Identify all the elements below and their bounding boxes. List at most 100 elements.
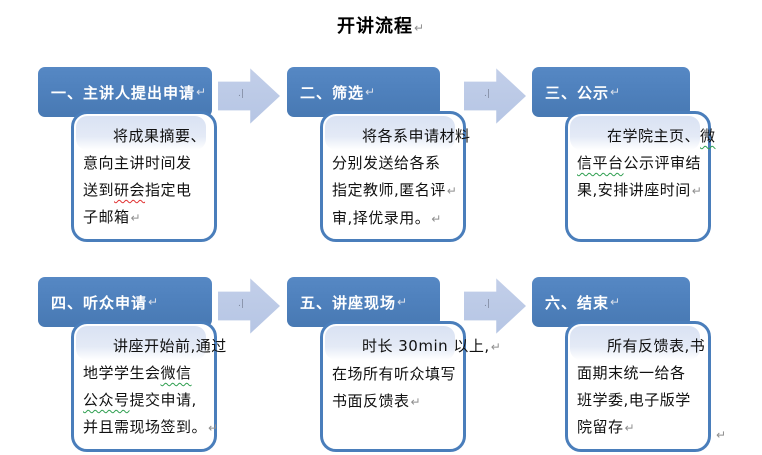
body-text: 子邮箱 xyxy=(83,208,130,226)
page-title: 开讲流程↵ xyxy=(0,12,762,38)
body-text: 在场所有听众填写 xyxy=(332,365,457,383)
paragraph-mark: ↵ xyxy=(413,21,426,35)
body-line: 果,安排讲座时间↵ xyxy=(577,177,703,205)
step-2-body: 将各系申请材料分别发送给各系指定教师,匿名评↵审,择优录用。↵ xyxy=(320,111,470,242)
paragraph-mark: ↵ xyxy=(716,428,727,442)
paragraph-mark: ↵ xyxy=(365,85,377,99)
highlight-band xyxy=(325,326,455,360)
step-3-body-text: 在学院主页、微信平台公示评审结果,安排讲座时间↵ xyxy=(568,114,715,205)
paragraph-mark: ↵ xyxy=(410,395,422,409)
step-1-body-text: 将成果摘要、意向主讲时间发送到研会指定电子邮箱↵ xyxy=(74,114,214,232)
arrow-cursor-mark: .| xyxy=(238,299,244,309)
arrow-cursor-mark: .| xyxy=(484,89,490,99)
body-text: 指定电 xyxy=(145,181,192,199)
body-line: 公众号提交申请, xyxy=(83,387,206,414)
highlight-band xyxy=(570,326,700,360)
body-text: 指定教师,匿名评 xyxy=(332,181,446,199)
body-line: 信平台公示评审结 xyxy=(577,150,702,177)
step-1-header-label: 一、主讲人提出申请 xyxy=(51,83,196,102)
highlight-band xyxy=(76,326,206,360)
step-6-body-text: 所有反馈表,书面期末统一给各班学委,电子版学院留存↵ xyxy=(568,324,708,442)
body-text: 意向主讲时间发 xyxy=(83,154,192,172)
step-5-body-text: 时长 30min 以上,↵在场所有听众填写书面反馈表↵ xyxy=(323,324,501,416)
body-line: 在场所有听众填写 xyxy=(332,361,457,388)
body-line: 书面反馈表↵ xyxy=(332,388,455,416)
paragraph-mark: ↵ xyxy=(691,184,703,198)
body-text: 并且需现场签到。 xyxy=(83,418,208,436)
body-text: 面期末统一给各 xyxy=(577,364,686,382)
page-title-text: 开讲流程 xyxy=(336,16,413,37)
step-1-header: 一、主讲人提出申请↵ xyxy=(38,67,212,117)
highlight-band xyxy=(325,116,455,150)
spellcheck-flagged-text: 微信 xyxy=(160,364,192,382)
paragraph-mark: ↵ xyxy=(446,184,458,198)
paragraph-mark: ↵ xyxy=(196,85,208,99)
step-3-body: 在学院主页、微信平台公示评审结果,安排讲座时间↵ xyxy=(565,111,715,242)
paragraph-mark: ↵ xyxy=(148,295,160,309)
right-arrow-icon: .| xyxy=(218,68,280,124)
body-line: 指定教师,匿名评↵ xyxy=(332,177,458,205)
paragraph-mark: ↵ xyxy=(610,85,622,99)
paragraph-mark: ↵ xyxy=(490,340,502,354)
step-6-body: 所有反馈表,书面期末统一给各班学委,电子版学院留存↵ xyxy=(565,321,711,452)
body-line: 所有反馈表,书 xyxy=(577,333,705,360)
arrow-cursor-mark: .| xyxy=(484,299,490,309)
body-line: 将各系申请材料 xyxy=(332,123,470,150)
paragraph-mark: ↵ xyxy=(624,421,636,435)
body-text: 在学院主页、 xyxy=(607,127,701,145)
step-2-body-text: 将各系申请材料分别发送给各系指定教师,匿名评↵审,择优录用。↵ xyxy=(323,114,470,233)
step-4-body: 讲座开始前,通过地学学生会微信公众号提交申请,并且需现场签到。↵ xyxy=(71,321,226,452)
body-line: 院留存↵ xyxy=(577,414,700,442)
step-6-header: 六、结束↵ xyxy=(532,277,690,327)
body-line: 并且需现场签到。↵ xyxy=(83,414,218,442)
right-arrow-icon: .| xyxy=(464,68,526,124)
right-arrow-icon: .| xyxy=(464,278,526,334)
paragraph-mark: ↵ xyxy=(130,211,142,225)
right-arrow-icon: .| xyxy=(218,278,280,334)
spellcheck-flagged-text: 公众号 xyxy=(83,391,130,409)
step-3-header-label: 三、公示 xyxy=(545,83,610,102)
body-line: 子邮箱↵ xyxy=(83,204,206,232)
step-5-body: 时长 30min 以上,↵在场所有听众填写书面反馈表↵ xyxy=(320,321,501,452)
step-5-header-label: 五、讲座现场 xyxy=(300,293,397,312)
body-text: 书面反馈表 xyxy=(332,392,410,410)
arrow-cursor-mark: .| xyxy=(238,89,244,99)
body-text: 地学学生会 xyxy=(83,364,161,382)
highlight-band xyxy=(570,116,700,150)
body-line: 地学学生会微信 xyxy=(83,360,206,387)
step-6-header-label: 六、结束 xyxy=(545,293,610,312)
step-4-header-label: 四、听众申请 xyxy=(51,293,148,312)
body-line: 分别发送给各系 xyxy=(332,150,455,177)
step-4-header: 四、听众申请↵ xyxy=(38,277,212,327)
step-1-body: 将成果摘要、意向主讲时间发送到研会指定电子邮箱↵ xyxy=(71,111,217,242)
body-line: 面期末统一给各 xyxy=(577,360,700,387)
body-line: 审,择优录用。↵ xyxy=(332,205,455,233)
body-text: 班学委,电子版学 xyxy=(577,391,691,409)
step-2-header-label: 二、筛选 xyxy=(300,83,365,102)
body-text: 分别发送给各系 xyxy=(332,154,441,172)
highlight-band xyxy=(76,116,206,150)
body-text: 送到 xyxy=(83,181,115,199)
body-line: 将成果摘要、 xyxy=(83,123,206,150)
body-line: 讲座开始前,通过 xyxy=(83,333,226,360)
paragraph-mark: ↵ xyxy=(610,295,622,309)
body-text: 果,安排讲座时间 xyxy=(577,181,691,199)
body-line: 送到研会指定电 xyxy=(83,177,206,204)
body-text: 讲座开始前,通过 xyxy=(113,337,227,355)
body-text: 将成果摘要、 xyxy=(113,127,207,145)
paragraph-mark: ↵ xyxy=(397,295,409,309)
body-text: 院留存 xyxy=(577,418,624,436)
paragraph-mark: ↵ xyxy=(208,421,219,435)
spellcheck-flagged-text: 信平台 xyxy=(577,154,624,172)
paragraph-mark: ↵ xyxy=(431,212,442,226)
body-line: 在学院主页、微 xyxy=(577,123,715,150)
spellcheck-flagged-text: 微 xyxy=(700,127,716,145)
body-text: 所有反馈表,书 xyxy=(607,337,706,355)
step-3-header: 三、公示↵ xyxy=(532,67,690,117)
body-text: 公示评审结 xyxy=(623,154,702,172)
body-line: 意向主讲时间发 xyxy=(83,150,206,177)
step-4-body-text: 讲座开始前,通过地学学生会微信公众号提交申请,并且需现场签到。↵ xyxy=(74,324,226,442)
spellcheck-flagged-text: 研会 xyxy=(114,181,146,199)
body-text: 时长 30min 以上, xyxy=(362,337,490,355)
